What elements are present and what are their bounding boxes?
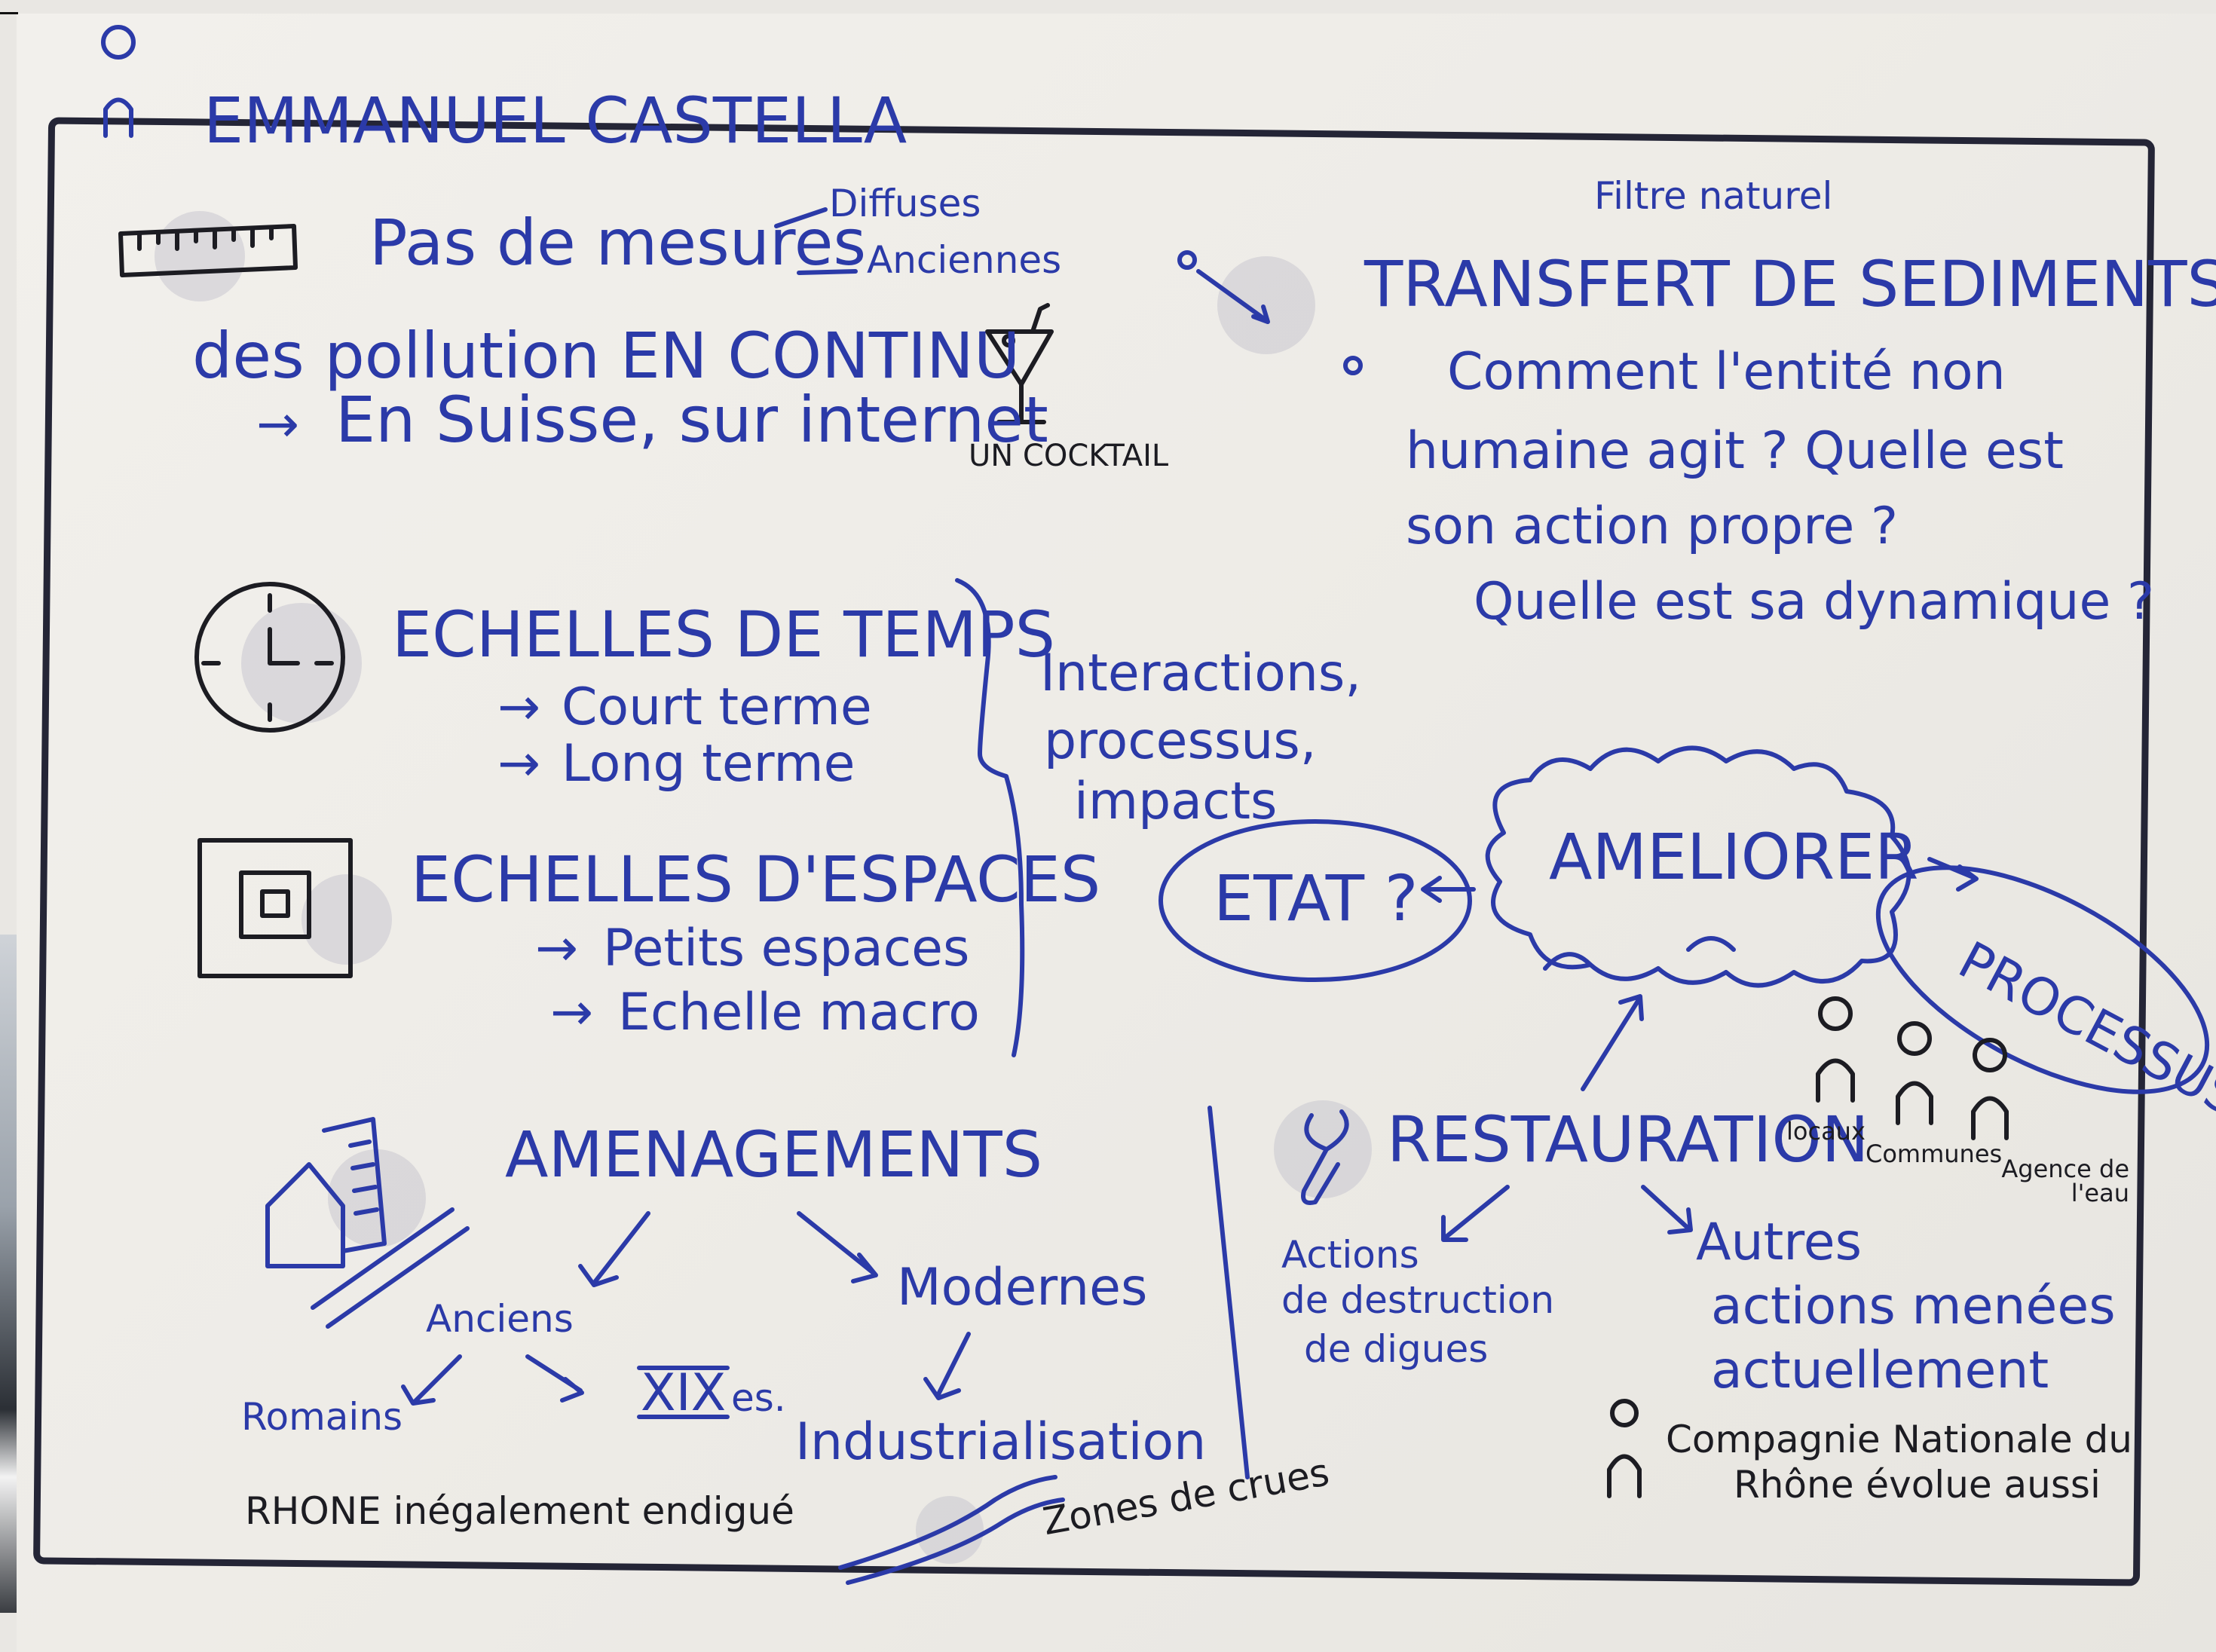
espaces-item1: Petits espaces [603,919,970,978]
amenagements-modernes: Modernes [897,1258,1148,1317]
cnr-line1: Compagnie Nationale du [1666,1418,2132,1461]
cocktail-icon [985,303,1054,424]
transfert-q1a: Comment l'entité non [1447,342,2006,402]
etat-label: ETAT ? [1214,861,1419,935]
stakeholder-agence: Agence de l'eau [2001,1155,2129,1207]
temps-arrow-2: → [497,734,540,794]
ameliorer-cloud-icon [1485,745,1911,988]
transfert-q1c: son action propre ? [1406,497,1899,556]
restauration-right2: actions menées [1711,1277,2116,1336]
espaces-title: ECHELLES D'ESPACES [411,843,1101,916]
author-name: EMMANUEL CASTELLA [204,84,908,158]
cnr-person-icon [1607,1399,1642,1498]
temps-title: ECHELLES DE TEMPS [392,598,1055,672]
stakeholder-communes: Communes [1866,1140,2003,1168]
amenagements-xix-suffix: es. [731,1376,786,1420]
space-scale-icon [197,838,392,978]
transfert-q2: Quelle est sa dynamique ? [1474,572,2155,632]
mesures-diffuses: Diffuses [829,182,981,225]
temps-arrow-1: → [497,678,540,737]
amenagements-anciens: Anciens [426,1297,574,1341]
flipchart-sheet [17,14,2216,1652]
amenagements-title: AMENAGEMENTS [505,1118,1043,1192]
ruler-icon [118,211,298,301]
espaces-arrow-1: → [535,919,578,978]
mesures-line3-arrow: → [256,395,299,454]
interactions-l1: Interactions, [1040,644,1361,703]
temps-item1: Court terme [562,678,872,737]
clock-icon [194,582,362,733]
vertical-divider [1207,1106,1250,1479]
mesures-title: Pas de mesures [369,206,867,280]
edge-line [0,12,18,14]
flood-waves-icon [838,1475,1065,1585]
ameliorer-label: AMELIORER [1549,820,1919,894]
stakeholder-locaux: locaux [1786,1117,1866,1146]
espaces-arrow-2: → [550,983,593,1042]
stakeholders-icon [1816,996,2009,1140]
transfert-title: TRANSFERT DE SEDIMENTS [1364,247,2216,321]
mesures-line2: des pollution EN CONTINU [192,319,1021,393]
amenagements-romains: Romains [241,1395,403,1439]
cocktail-label: UN COCKTAIL [969,439,1169,473]
amenagements-industrialisation: Industrialisation [795,1412,1207,1472]
brace [955,578,1025,1057]
wrench-icon [1274,1100,1372,1205]
restauration-left2: de destruction [1281,1278,1555,1322]
author-figure-icon [101,25,136,138]
restauration-right1: Autres [1696,1213,1862,1272]
rhone-line: RHONE inégalement endigué [245,1489,794,1533]
restauration-left3: de digues [1304,1327,1489,1371]
sediment-arrow-icon [1177,250,1363,375]
restauration-right3: actuellement [1711,1341,2049,1400]
mesures-line3: En Suisse, sur internet [335,383,1048,457]
espaces-item2: Echelle macro [618,983,980,1042]
mesures-anciennes: Anciennes [867,238,1062,282]
building-icon [265,1117,470,1329]
transfert-top: Filtre naturel [1594,174,1833,218]
restauration-left1: Actions [1281,1233,1419,1277]
background-desk [0,935,17,1613]
transfert-q1b: humaine agit ? Quelle est [1406,421,2064,481]
etat-bubble-icon [1159,819,1476,982]
interactions-l2: processus, [1044,711,1317,771]
temps-item2: Long terme [562,734,855,794]
restauration-title: RESTAURATION [1387,1103,1869,1176]
amenagements-xix: XIX [641,1363,727,1423]
cnr-line2: Rhône évolue aussi [1734,1463,2101,1507]
interactions-l3: impacts [1074,772,1278,831]
